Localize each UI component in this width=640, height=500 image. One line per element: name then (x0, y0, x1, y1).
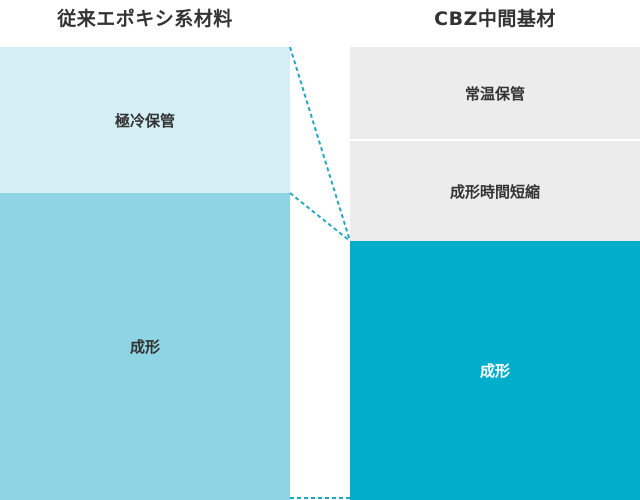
left-column-title: 従来エポキシ系材料 (57, 8, 233, 30)
cbz-room-temp-storage-label: 常温保管 (464, 84, 525, 103)
cbz-shortened-molding-label: 成形時間短縮 (449, 182, 540, 201)
connector-top-line (289, 46, 351, 242)
conventional-cold-storage-label: 極冷保管 (114, 111, 175, 130)
cbz-room-temp-storage-block: 常温保管 (350, 47, 640, 139)
right-column-title: CBZ中間基材 (434, 8, 556, 30)
cbz-shortened-molding-block: 成形時間短縮 (350, 141, 640, 241)
connector-middle-line (289, 192, 351, 242)
conventional-cold-storage-block: 極冷保管 (0, 47, 290, 193)
cbz-molding-label: 成形 (479, 362, 510, 380)
cbz-molding-block: 成形 (350, 241, 640, 500)
conventional-molding-label: 成形 (129, 338, 160, 356)
conventional-molding-block: 成形 (0, 193, 290, 500)
